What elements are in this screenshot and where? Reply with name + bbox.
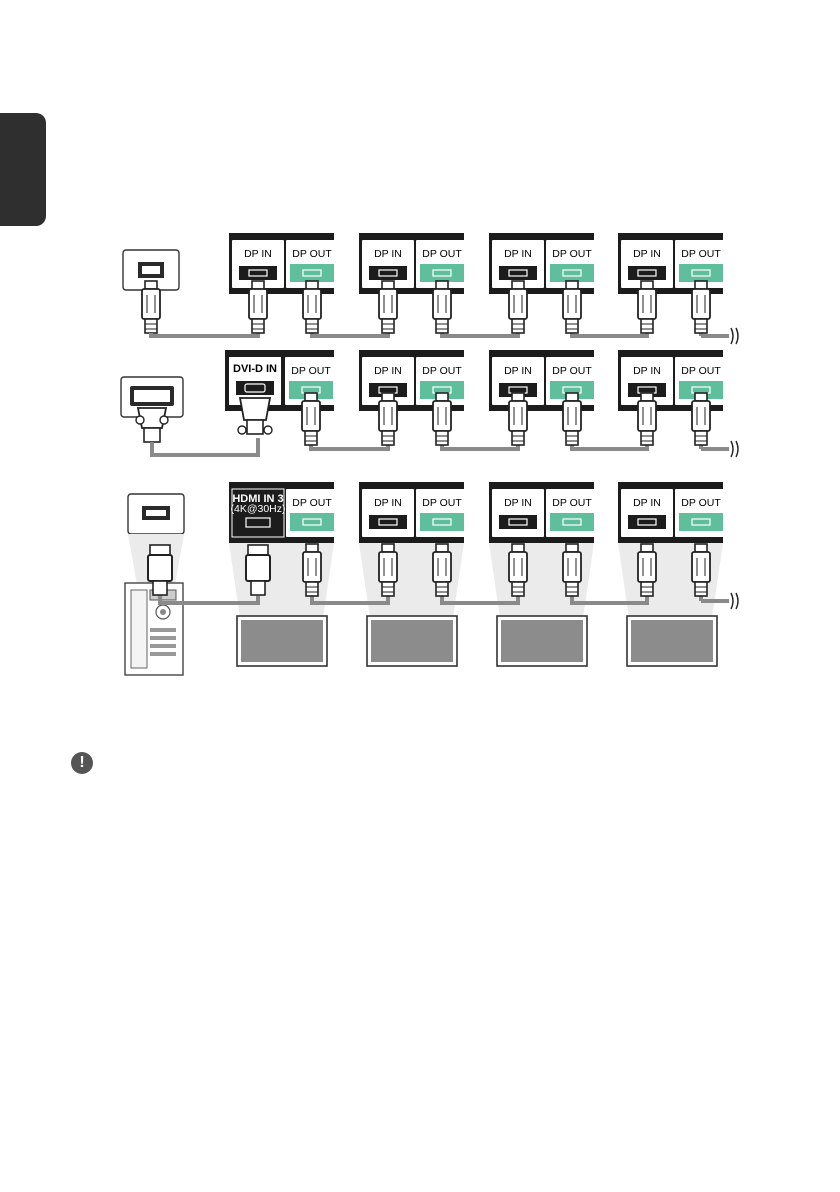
row-hdmi-source: HDMI IN 3 (4K@30Hz) DP OUT DP IN DP OUT … [125, 482, 738, 675]
monitor-4-screen [627, 616, 717, 666]
dp-in-label: DP IN [504, 365, 532, 377]
monitor-2-screen [367, 616, 457, 666]
dp-in-label: DP IN [633, 365, 661, 377]
dvi-plug-monitor [238, 398, 272, 434]
dp-out-label: DP OUT [291, 365, 331, 377]
dvi-plug-source [136, 408, 168, 442]
monitor-1-screen [237, 616, 327, 666]
dp-out-label: DP OUT [292, 497, 332, 509]
dp-out-label: DP OUT [681, 365, 721, 377]
monitor-3-screen [497, 616, 587, 666]
dp-in-label: DP IN [374, 497, 402, 509]
dp-out-label: DP OUT [552, 248, 592, 260]
dp-in-label: DP IN [374, 365, 402, 377]
dp-in-label: DP IN [244, 248, 272, 260]
dp-in-label: DP IN [374, 248, 402, 260]
dp-out-label: DP OUT [681, 248, 721, 260]
dp-out-label: DP OUT [422, 365, 462, 377]
dp-out-label: DP OUT [422, 497, 462, 509]
dp-in-label: DP IN [504, 497, 532, 509]
dp-out-label: DP OUT [552, 497, 592, 509]
dp-out-label: DP OUT [552, 365, 592, 377]
dp-out-label: DP OUT [422, 248, 462, 260]
row-dp-source: DP IN DP OUT DP IN DP OUT DP IN DP OUT D… [123, 233, 738, 344]
dp-in-label: DP IN [633, 248, 661, 260]
dp-out-label: DP OUT [292, 248, 332, 260]
hdmi-in-3-note: (4K@30Hz) [230, 503, 285, 515]
dvi-d-in-label: DVI-D IN [233, 363, 277, 375]
dp-in-label: DP IN [633, 497, 661, 509]
dp-out-label: DP OUT [681, 497, 721, 509]
notice-icon: ! [71, 752, 93, 774]
pc-tower [125, 583, 183, 675]
row-dvi-source: DVI-D IN DP OUT DP IN DP OUT DP IN DP OU… [121, 350, 738, 457]
dp-in-label: DP IN [504, 248, 532, 260]
